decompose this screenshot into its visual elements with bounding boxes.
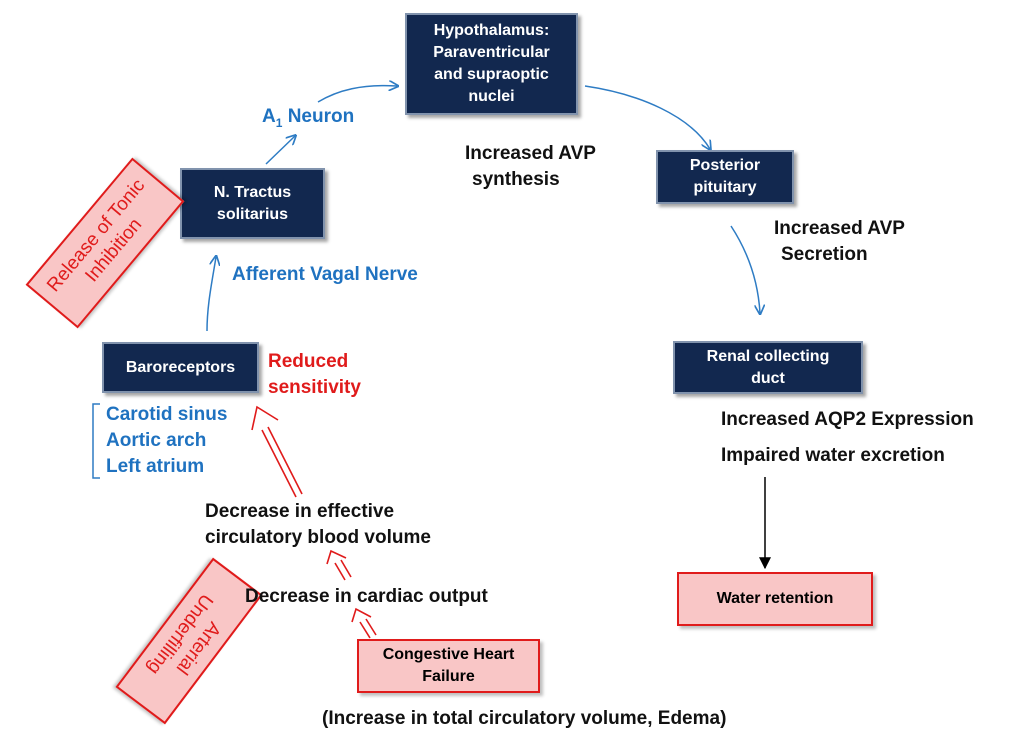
arrow-a1-to-hypothalamus: [317, 86, 397, 103]
red-arrow-co-to-ecbv: [326, 549, 352, 581]
hypothalamus-line-4: nuclei: [468, 88, 515, 105]
a1-subscript: 1: [275, 115, 283, 130]
hypothalamus-line-1: Hypothalamus:: [433, 22, 550, 39]
avp-synthesis-line-2: synthesis: [472, 169, 560, 190]
pituitary-line-2: pituitary: [693, 179, 757, 196]
reduced-sensitivity-label: Reduced sensitivity: [268, 349, 361, 401]
chf-line-2: Failure: [422, 668, 475, 685]
red-arrow-ecbv-to-baroreceptors: [251, 405, 303, 498]
pituitary-line-1: Posterior: [689, 157, 761, 174]
site-aortic-arch: Aortic arch: [106, 430, 207, 451]
reduced-line-2: sensitivity: [268, 377, 361, 398]
water-retention-label: Water retention: [716, 590, 834, 607]
arrow-pituitary-to-renal: [730, 225, 760, 313]
a1-neuron-label: A1 Neuron: [262, 104, 354, 136]
arrow-ntractus-to-a1: [265, 136, 295, 165]
ntractus-line-1: N. Tractus: [213, 183, 292, 201]
decrease-cardiac-output-label: Decrease in cardiac output: [245, 586, 488, 607]
avp-secretion-line-2: Secretion: [781, 244, 868, 265]
avp-secretion-label: Increased AVP Secretion: [774, 216, 905, 268]
impaired-water-excretion-label: Impaired water excretion: [721, 445, 945, 466]
n-tractus-node: N. Tractus solitarius: [180, 168, 325, 239]
hypothalamus-node: Hypothalamus: Paraventricular and suprao…: [405, 13, 578, 115]
water-retention-node: Water retention: [677, 572, 873, 626]
site-left-atrium: Left atrium: [106, 456, 205, 477]
avp-synthesis-line-1: Increased AVP: [465, 143, 596, 164]
chf-line-1: Congestive Heart: [382, 646, 515, 663]
baroreceptors-node: Baroreceptors: [102, 342, 259, 393]
aqp2-expression-label: Increased AQP2 Expression: [721, 409, 974, 430]
a1-suffix: Neuron: [282, 106, 355, 127]
a1-prefix: A: [262, 106, 276, 127]
footer-note: (Increase in total circulatory volume, E…: [322, 708, 727, 729]
afferent-vagal-nerve-label: Afferent Vagal Nerve: [232, 264, 418, 285]
hypothalamus-line-2: Paraventricular: [433, 44, 550, 61]
red-arrow-chf-to-co: [351, 607, 377, 639]
congestive-heart-failure-node: Congestive Heart Failure: [357, 639, 540, 693]
hypothalamus-line-3: and supraoptic: [434, 66, 549, 83]
posterior-pituitary-node: Posterior pituitary: [656, 150, 794, 204]
arrow-baroreceptors-to-ntractus: [206, 257, 216, 332]
baroreceptor-sites-list: Carotid sinus Aortic arch Left atrium: [106, 402, 227, 480]
ntractus-line-2: solitarius: [216, 205, 289, 223]
decrease-ecbv-label: Decrease in effective circulatory blood …: [205, 499, 431, 551]
ecbv-line-1: Decrease in effective: [205, 501, 395, 522]
renal-line-2: duct: [751, 369, 785, 387]
site-carotid-sinus: Carotid sinus: [106, 404, 228, 425]
renal-line-1: Renal collecting: [706, 347, 830, 365]
renal-collecting-duct-node: Renal collecting duct: [673, 341, 863, 394]
ecbv-line-2: circulatory blood volume: [205, 527, 431, 548]
avp-secretion-line-1: Increased AVP: [774, 218, 905, 239]
reduced-line-1: Reduced: [268, 351, 349, 372]
baroreceptors-label: Baroreceptors: [125, 358, 236, 376]
avp-synthesis-label: Increased AVP synthesis: [465, 141, 596, 193]
baroreceptor-sites-bracket: [92, 403, 100, 479]
arrow-hypothalamus-to-pituitary: [584, 85, 710, 149]
